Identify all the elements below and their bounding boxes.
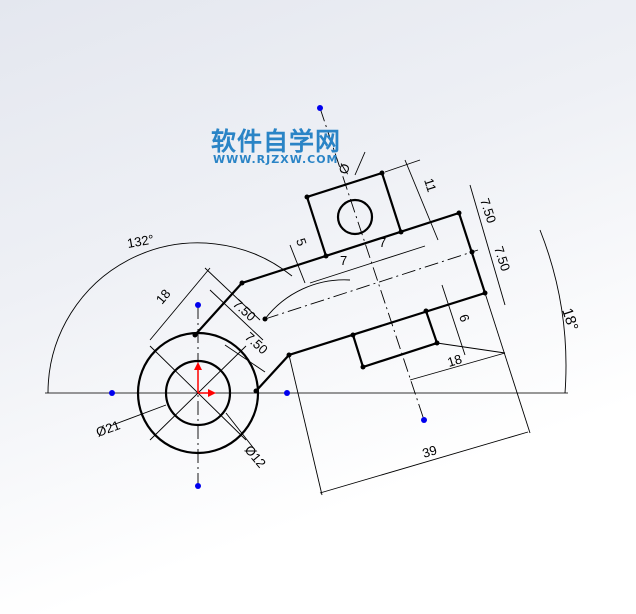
dim-7-b[interactable]: 7 <box>379 235 386 250</box>
dim-18-left[interactable]: 18 <box>153 286 174 307</box>
dim-18-angle[interactable]: 18° <box>558 306 581 333</box>
angle-18-arc[interactable] <box>539 229 567 394</box>
dim-6[interactable]: 6 <box>456 312 473 324</box>
dim-hole-diameter[interactable]: Ø <box>336 162 353 176</box>
dim-39[interactable]: 39 <box>420 442 438 461</box>
angle-132-arc[interactable] <box>47 242 293 394</box>
dim-d12[interactable]: Ø12 <box>242 442 269 470</box>
dim-132-angle[interactable]: 132° <box>126 232 155 251</box>
dimension-lines <box>109 151 531 496</box>
dim-7-a[interactable]: 7 <box>340 253 347 268</box>
dim-18-right[interactable]: 18 <box>445 351 463 370</box>
origin-icon <box>194 362 216 397</box>
arc-leader <box>264 279 351 320</box>
sketch-points[interactable] <box>109 105 488 489</box>
dim-11[interactable]: 11 <box>421 176 439 193</box>
boss-outline[interactable] <box>305 171 403 257</box>
dim-7-50-a[interactable]: 7.50 <box>230 296 259 324</box>
watermark-url: WWW.RJZXW.COM <box>213 153 339 166</box>
arm-centerline[interactable] <box>264 249 479 320</box>
watermark-logo: 软件自学网 <box>211 127 342 156</box>
dim-7-50-c[interactable]: 7.50 <box>477 196 499 225</box>
hole-circle[interactable] <box>336 198 374 236</box>
dim-d21[interactable]: Ø21 <box>94 417 122 440</box>
inner-circle-d12[interactable] <box>164 359 232 427</box>
dim-5[interactable]: 5 <box>293 236 310 248</box>
dim-7-50-d[interactable]: 7.50 <box>491 244 513 273</box>
hole-centerline[interactable] <box>319 107 425 421</box>
dim-7-50-b[interactable]: 7.50 <box>242 329 271 357</box>
slot-outline[interactable] <box>351 310 439 369</box>
